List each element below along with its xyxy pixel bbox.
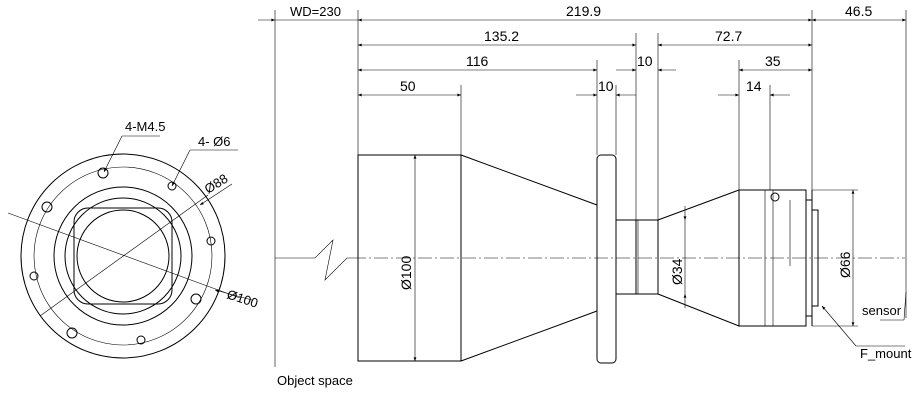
plain-hole [136, 335, 146, 345]
leader-line [214, 289, 253, 301]
leader-line [171, 149, 191, 187]
sensor-leader [903, 291, 907, 321]
pcd-note: Ø88 [202, 171, 231, 197]
threaded-hole [66, 327, 78, 339]
wd-dimension: WD=230 [290, 4, 341, 19]
plain-hole [206, 236, 216, 246]
threaded-hole [190, 293, 202, 305]
sensor-label: sensor [862, 303, 902, 318]
rear-small-dimension: 35 [765, 53, 781, 69]
middle-diameter-dimension: Ø34 [669, 258, 685, 285]
bore-circle [76, 209, 170, 303]
flange-thickness-dimension: 10 [637, 53, 653, 69]
flange [596, 154, 617, 364]
outer-diameter-note: Ø100 [225, 287, 260, 311]
lock-screw [770, 192, 780, 202]
mount-lip [812, 209, 819, 307]
diameter-line [39, 194, 209, 317]
leader-line [103, 135, 123, 173]
rear-tiny-dimension: 14 [746, 78, 762, 94]
back-length-dimension: 46.5 [845, 3, 872, 19]
plain-hole [29, 271, 39, 281]
break-symbol [275, 239, 352, 281]
inner-ring-outer [53, 186, 193, 326]
side-view: WD=230 219.9 46.5 135.2 72.7 116 10 35 5… [258, 3, 912, 388]
rear-length-dimension: 72.7 [715, 28, 742, 44]
outer-circle [20, 153, 226, 359]
threaded-hole [41, 201, 53, 213]
front-diameter-dimension: Ø100 [398, 256, 414, 290]
flange-gap-dimension: 10 [598, 78, 614, 94]
front-body-length-dimension: 116 [466, 53, 489, 69]
object-space-label: Object space [277, 373, 353, 388]
f-mount-label: F_mount [860, 346, 912, 361]
length-to-flange-dimension: 135.2 [484, 28, 519, 44]
overall-length-dimension: 219.9 [566, 3, 601, 19]
lock-ring [764, 189, 774, 327]
thread-note: 4-M4.5 [125, 119, 165, 134]
hole-note: 4- Ø6 [198, 134, 231, 149]
front-cylinder-dimension: 50 [400, 78, 416, 94]
bolt-circle [33, 166, 213, 346]
bore-square [73, 207, 173, 305]
neck [615, 219, 637, 295]
threaded-hole [97, 167, 109, 179]
mount-leader [821, 305, 857, 347]
plain-hole [167, 181, 177, 191]
middle-section [635, 219, 659, 295]
rear-diameter-dimension: Ø66 [837, 251, 853, 278]
front-view: 4-M4.5 4- Ø6 Ø88 Ø100 [7, 119, 260, 359]
leader-line [199, 183, 233, 206]
inner-ring [64, 197, 182, 315]
